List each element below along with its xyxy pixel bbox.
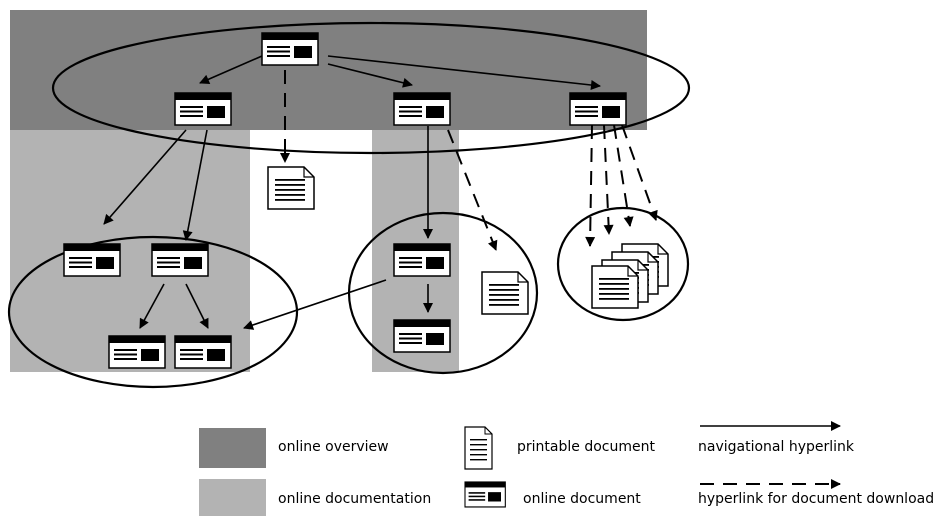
download-link (613, 124, 634, 227)
nav-link (185, 283, 209, 329)
legend-online-overview-label: online overview (278, 439, 389, 455)
legend-online-documentation-label: online documentation (278, 491, 432, 507)
legend-printable-document-label: printable document (517, 439, 655, 455)
online-document-icon (174, 92, 232, 126)
online-document-icon (174, 335, 232, 369)
legend-download-hyperlink-label: hyperlink for document download (698, 491, 935, 507)
online-documentation-region-left (10, 130, 250, 372)
download-link (621, 124, 658, 221)
printable-document-icon (591, 265, 639, 309)
download-links (280, 70, 658, 251)
nav-link (327, 63, 413, 88)
online-document-icon (393, 319, 451, 353)
left-cluster-ellipse (7, 235, 299, 389)
nav-link (103, 129, 187, 225)
legend-online-document-label: online document (523, 491, 641, 507)
online-document-icon (63, 243, 121, 277)
printable-document-icon (481, 271, 529, 315)
legend-navigational-hyperlink-label: navigational hyperlink (698, 439, 855, 455)
nav-link (182, 129, 208, 241)
legend-online-document-icon (464, 481, 506, 508)
nav-link (199, 55, 263, 84)
online-document-icon (261, 32, 319, 66)
printable-document-icon (267, 166, 315, 210)
right-cluster-ellipse (556, 206, 690, 322)
online-document-icon (393, 243, 451, 277)
legend-printable-document-icon (464, 426, 493, 470)
online-document-icon (393, 92, 451, 126)
online-document-icon (569, 92, 627, 126)
nav-link (243, 279, 387, 330)
nav-link (139, 283, 165, 329)
download-link (603, 124, 614, 235)
navigational-links (103, 55, 601, 330)
online-document-icon (151, 243, 209, 277)
nav-link (327, 55, 601, 90)
download-link (585, 124, 596, 247)
online-document-icon (108, 335, 166, 369)
legend-online-overview-swatch (199, 428, 266, 468)
legend-online-documentation-swatch (199, 479, 266, 516)
overview-cluster-ellipse (51, 21, 691, 155)
online-overview-region (10, 10, 647, 130)
